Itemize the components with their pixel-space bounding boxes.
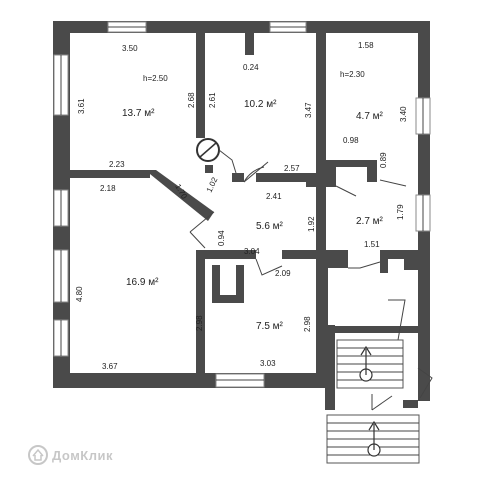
- dimension-label: 1.58: [358, 41, 374, 50]
- domclick-wordmark: ДомКлик: [52, 448, 113, 463]
- room-4-area: 5.6 м²: [256, 221, 284, 232]
- dimension-label: 3.03: [260, 359, 276, 368]
- room-1-area: 13.7 м²: [122, 108, 155, 119]
- boiler-icon: [196, 138, 237, 174]
- dimension-label: 1.51: [364, 240, 380, 249]
- domclick-watermark: ДомКлик: [28, 445, 113, 465]
- room-3-height: h=2.30: [340, 70, 365, 79]
- dimension-label: 2.61: [208, 92, 217, 108]
- dimension-label: 2.98: [195, 315, 204, 331]
- dimension-label: 3.61: [77, 98, 86, 114]
- dimension-label: 3.47: [304, 102, 313, 118]
- room-5-area: 2.7 м²: [356, 216, 384, 227]
- room-6-area: 16.9 м²: [126, 277, 159, 288]
- stairs-lower: [326, 414, 420, 464]
- dimension-label: 2.09: [275, 269, 291, 278]
- dimension-label: 1.02: [205, 175, 220, 193]
- room-3-area: 4.7 м²: [356, 111, 384, 122]
- dimension-label: 0.94: [217, 230, 226, 246]
- doors: [189, 161, 433, 411]
- room-2-area: 10.2 м²: [244, 99, 277, 110]
- dimension-label: 3.40: [399, 106, 408, 122]
- stairs-upper: [336, 339, 404, 389]
- dimension-label: 2.57: [284, 164, 300, 173]
- dimension-label: 0.98: [343, 136, 359, 145]
- dimension-label: 2.41: [266, 192, 282, 201]
- dimension-label: 1.79: [396, 204, 405, 220]
- dimension-label: 2.68: [187, 92, 196, 108]
- dimension-label: 4.80: [75, 286, 84, 302]
- windows: [53, 21, 431, 388]
- dimension-label: 2.23: [109, 160, 125, 169]
- dimension-label: 2.18: [100, 184, 116, 193]
- interior-walls: [70, 33, 430, 410]
- dimension-labels: 3.50 3.61 2.68 2.61 0.24 3.47 1.58 3.40 …: [75, 41, 408, 371]
- room-labels: h=2.50 13.7 м² 10.2 м² h=2.30 4.7 м² 5.6…: [122, 70, 384, 332]
- dimension-label: 0.89: [379, 152, 388, 168]
- dimension-label: 1.92: [307, 216, 316, 232]
- dimension-label: 2.98: [303, 316, 312, 332]
- dimension-label: 3.04: [244, 247, 260, 256]
- dimension-label: 0.24: [243, 63, 259, 72]
- dimension-label: 3.67: [102, 362, 118, 371]
- domclick-logo-icon: [28, 445, 48, 465]
- room-1-height: h=2.50: [143, 74, 168, 83]
- dimension-label: 3.50: [122, 44, 138, 53]
- room-7-area: 7.5 м²: [256, 321, 284, 332]
